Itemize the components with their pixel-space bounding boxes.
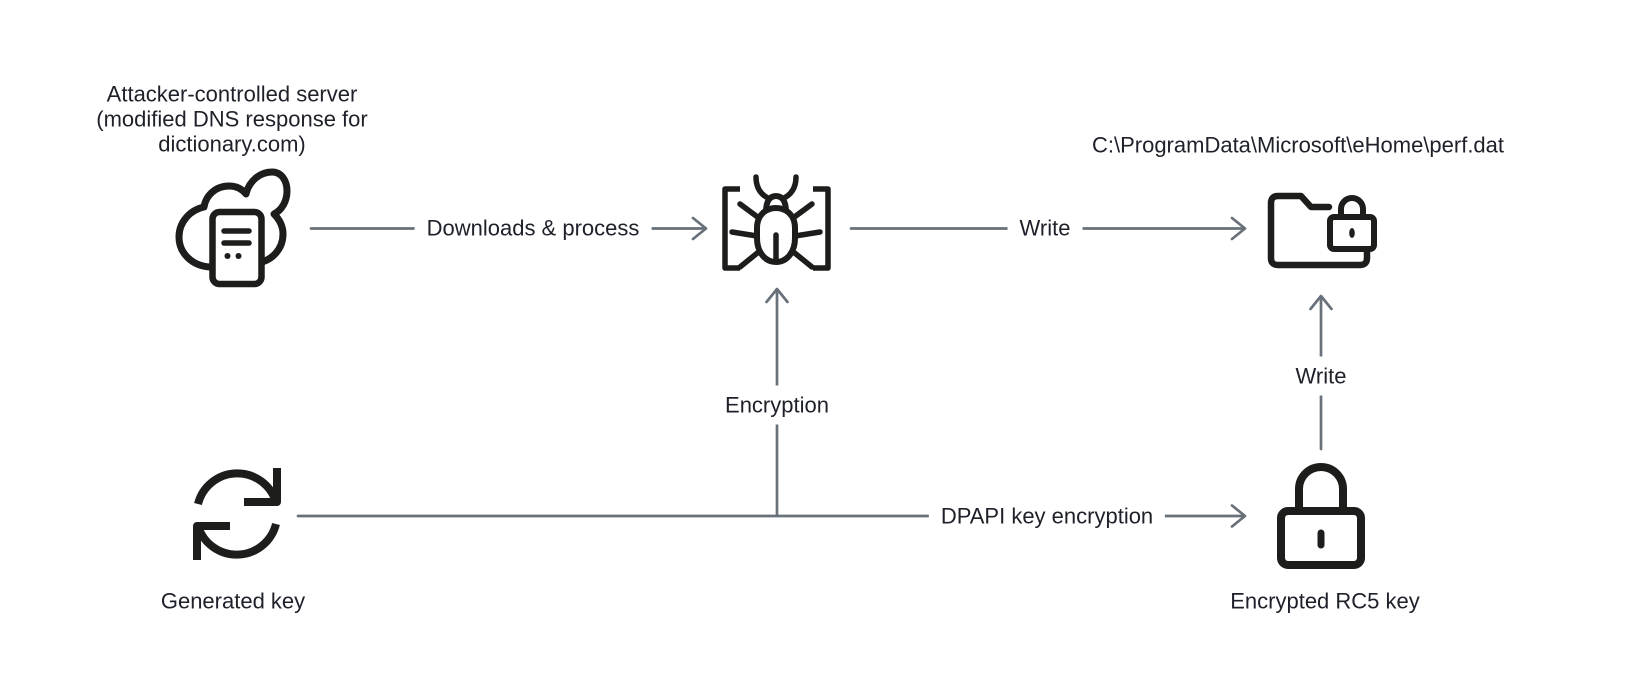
edge-write-top-label: Write xyxy=(1007,215,1083,241)
output-file-path-label: C:\ProgramData\Microsoft\eHome\perf.dat xyxy=(1091,132,1505,158)
folder-lock-icon xyxy=(1267,192,1377,269)
edge-write-right-label: Write xyxy=(1285,356,1357,396)
encrypted-key-label: Encrypted RC5 key xyxy=(1230,588,1420,614)
attacker-server-label: Attacker-controlled server (modified DNS… xyxy=(96,82,367,157)
cloud-server-icon xyxy=(175,168,291,288)
attacker-server-label-line3: dictionary.com) xyxy=(158,131,306,157)
bug-brackets-icon xyxy=(722,174,831,271)
attacker-server-label-line2: (modified DNS response for xyxy=(96,106,368,132)
lock-icon xyxy=(1277,463,1365,569)
edge-encryption-label: Encryption xyxy=(715,385,839,425)
edge-downloads-label: Downloads & process xyxy=(414,215,652,241)
edge-dpapi-label: DPAPI key encryption xyxy=(928,503,1166,529)
refresh-icon xyxy=(193,468,281,560)
generated-key-label: Generated key xyxy=(160,588,306,614)
attacker-server-label-line1: Attacker-controlled server xyxy=(106,81,358,107)
